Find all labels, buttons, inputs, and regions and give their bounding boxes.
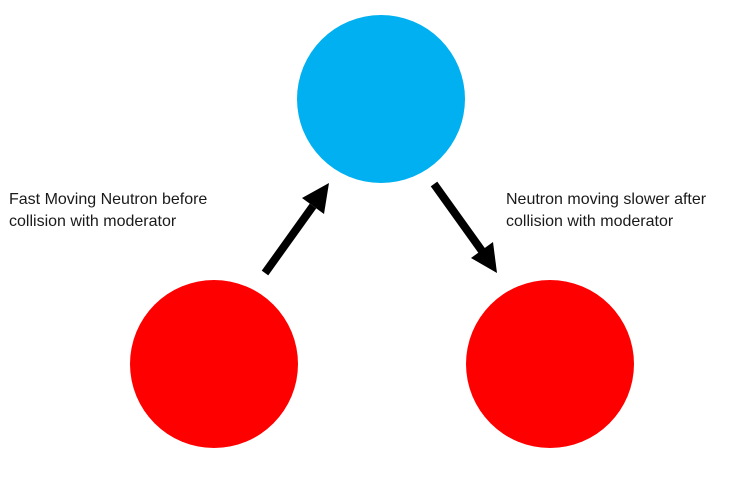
after-collision-label-line1: Neutron moving slower after <box>506 191 707 208</box>
moderator-circle <box>297 15 465 183</box>
before-collision-label: Fast Moving Neutron before collision wit… <box>9 189 249 233</box>
before-collision-label-line2: collision with moderator <box>9 213 177 230</box>
outgoing-neutron-circle <box>466 280 634 448</box>
incoming-arrow <box>261 183 329 276</box>
after-collision-label-line2: collision with moderator <box>506 213 674 230</box>
incoming-neutron-circle <box>130 280 298 448</box>
before-collision-label-line1: Fast Moving Neutron before <box>9 191 208 208</box>
after-collision-label: Neutron moving slower after collision wi… <box>506 189 738 233</box>
outgoing-arrow <box>430 181 497 273</box>
